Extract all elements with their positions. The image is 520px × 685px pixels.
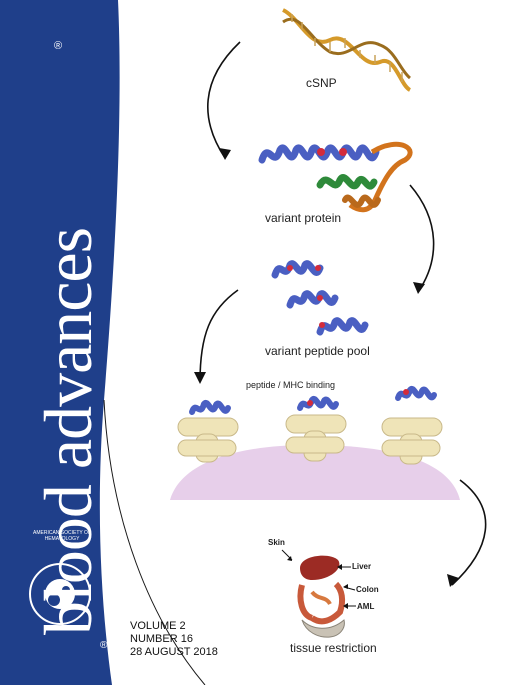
peptide-pool-icon <box>271 260 369 336</box>
society-name: AMERICAN SOCIETY OF HEMATOLOGY <box>33 530 91 542</box>
society-logo-icon <box>29 563 91 625</box>
arrow-2 <box>409 184 435 293</box>
arrowheads <box>194 148 459 587</box>
blue-band <box>0 0 120 685</box>
step-label-csnp: cSNP <box>306 76 337 90</box>
arrow-3 <box>199 289 239 383</box>
organs-icon <box>297 555 346 638</box>
step-label-peptide-mhc-binding: peptide / MHC binding <box>246 380 336 390</box>
cell-membrane <box>170 445 460 500</box>
variant-protein-icon <box>258 141 413 213</box>
mhc-molecule-2 <box>285 414 347 462</box>
organ-label-liver: Liver <box>352 562 372 571</box>
issue-volume: VOLUME 2 <box>130 620 186 632</box>
organ-label-skin: Skin <box>268 538 285 547</box>
divider-curve <box>103 399 206 685</box>
arrow-4 <box>451 479 487 586</box>
issue-info: VOLUME 2 NUMBER 16 28 AUGUST 2018 <box>130 620 218 659</box>
flow-arrows <box>199 41 487 586</box>
issue-date: 28 AUGUST 2018 <box>130 646 218 658</box>
mhc-molecule-1 <box>177 417 239 463</box>
step-label-variant-peptide-pool: variant peptide pool <box>265 344 370 358</box>
step-label-variant-protein: variant protein <box>265 211 342 225</box>
organ-label-colon: Colon <box>356 585 379 594</box>
step-label-tissue-restriction: tissue restriction <box>290 641 377 655</box>
bound-variant-marks <box>307 389 409 406</box>
organ-label-aml: AML <box>357 602 375 611</box>
journal-title: blood advances <box>30 227 106 635</box>
mhc-molecule-3 <box>381 417 443 465</box>
issue-number: NUMBER 16 <box>130 633 193 645</box>
peptide-variant-marks <box>287 265 325 328</box>
dna-helix-icon <box>281 8 412 92</box>
arrow-1 <box>207 41 241 159</box>
mhc-molecules <box>177 414 443 465</box>
logo-registered-mark: ® <box>100 640 108 651</box>
organ-pointer-heads <box>287 556 348 609</box>
title-registered-mark: ® <box>54 40 63 52</box>
bound-peptides <box>189 385 437 415</box>
